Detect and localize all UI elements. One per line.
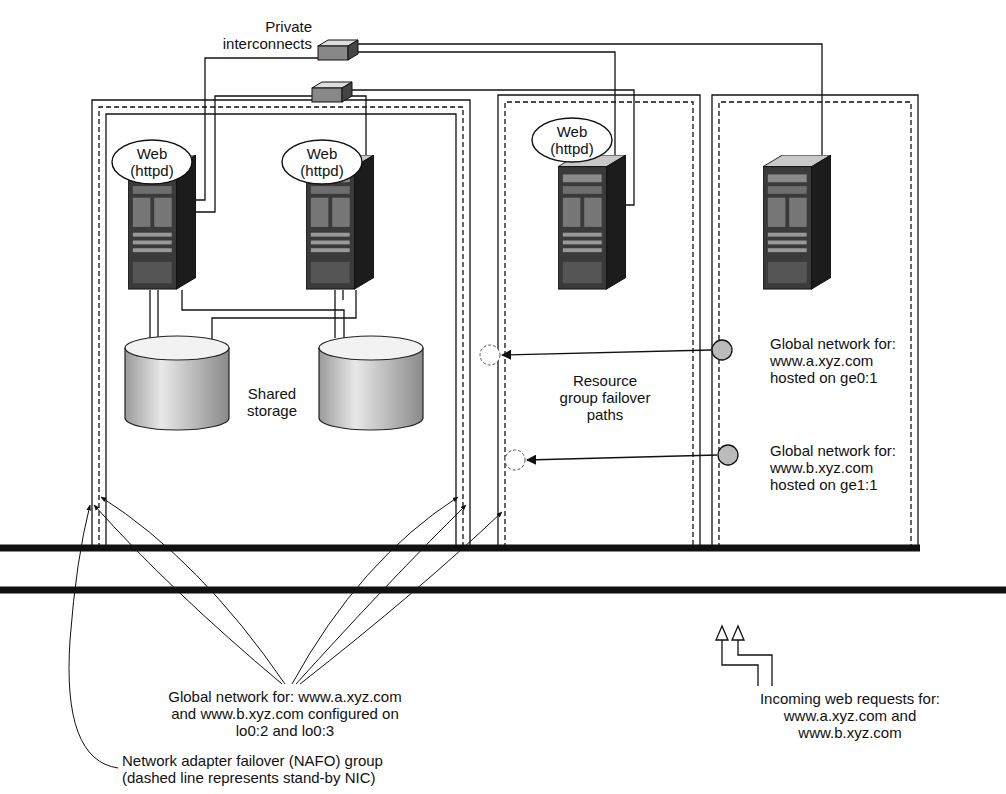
nafo-note: Network adapter failover (NAFO) group (d… <box>122 752 402 786</box>
service-ellipse: Web (httpd) <box>111 139 193 185</box>
service-name: Web (httpd) <box>546 123 598 157</box>
service-ellipse: Web (httpd) <box>531 117 613 163</box>
storage-label: Shared storage <box>237 385 307 419</box>
interconnect-label: Private interconnects <box>207 18 312 52</box>
request-note: Incoming web requests for: www.a.xyz.com… <box>730 690 970 741</box>
network-label: Global network for: www.b.xyz.com hosted… <box>770 442 905 493</box>
service-ellipse: Web (httpd) <box>281 139 363 185</box>
request-arrow <box>716 626 772 686</box>
service-name: Web (httpd) <box>126 145 178 179</box>
server-tower <box>128 155 831 289</box>
network-note: Global network for: www.a.xyz.com and ww… <box>160 688 410 739</box>
failover-label: Resource group failover paths <box>555 372 655 423</box>
network-label: Global network for: www.a.xyz.com hosted… <box>770 335 905 386</box>
leader-line <box>69 497 502 768</box>
service-name: Web (httpd) <box>296 145 348 179</box>
failover-path <box>480 340 738 470</box>
storage-disk <box>125 336 423 430</box>
interconnect-switch <box>312 40 358 102</box>
